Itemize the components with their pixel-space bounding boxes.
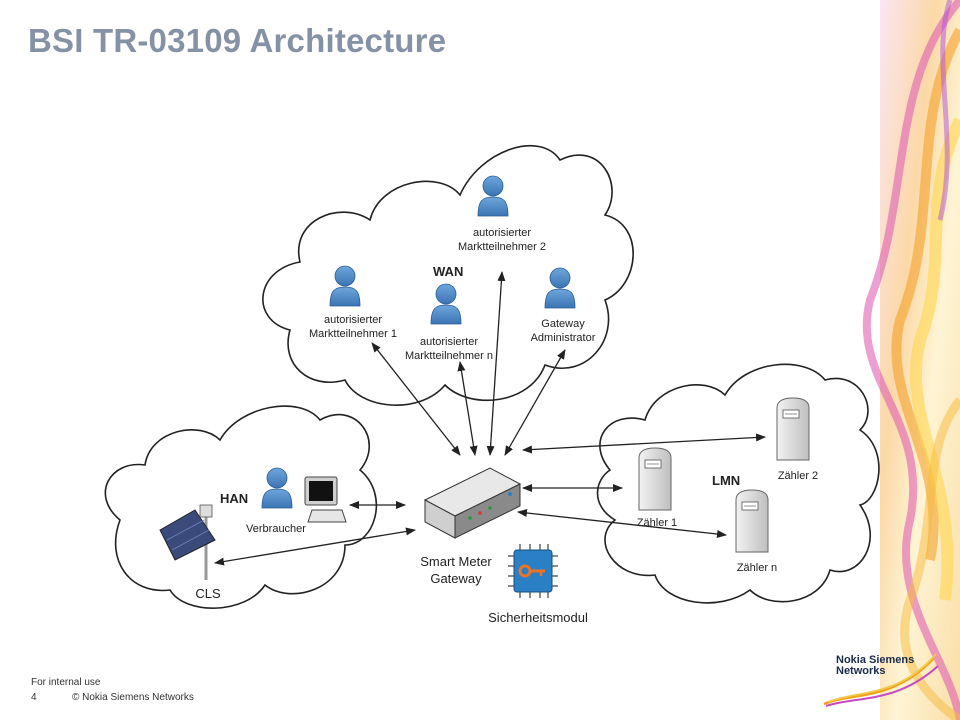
decorative-swoosh: [862, 0, 960, 720]
monitor-icon: [304, 476, 347, 523]
gateway-label-line1: Smart Meter: [420, 554, 492, 569]
meter-icon: [776, 397, 810, 461]
meter-icon: [638, 447, 672, 511]
han-consumer-label: Verbraucher: [246, 523, 306, 535]
footer-internal-use: For internal use: [31, 677, 101, 688]
han-cloud: [104, 405, 378, 609]
lmn-label: LMN: [712, 473, 740, 488]
gateway-device-icon: [423, 467, 522, 539]
key-icon: [518, 564, 545, 578]
solar-panel-icon: [159, 504, 216, 580]
cls-label: CLS: [195, 586, 221, 601]
slide-title: BSI TR-03109 Architecture: [28, 22, 447, 59]
wan-actor-top-line2: Marktteilnehmer 2: [458, 241, 546, 253]
meter-n-label: Zähler n: [737, 562, 777, 574]
gateway-label-line2: Gateway: [430, 571, 482, 586]
page-number: 4: [31, 692, 37, 703]
copyright: © Nokia Siemens Networks: [72, 692, 194, 703]
company-logo-text: Nokia Siemens Networks: [836, 655, 914, 677]
wan-actor-left-line2: Marktteilnehmer 1: [309, 328, 397, 340]
meter-icon: [735, 489, 769, 553]
wan-actor-mid-line2: Marktteilnehmer n: [405, 350, 493, 362]
meter-2-label: Zähler 2: [778, 470, 818, 482]
arrows: [214, 271, 766, 566]
wan-actor-top-line1: autorisierter: [473, 227, 531, 239]
company-logo-icon: [823, 653, 939, 707]
logo-line1: Nokia Siemens: [836, 654, 915, 666]
security-module-label: Sicherheitsmodul: [488, 610, 588, 625]
logo-line2: Networks: [836, 665, 886, 677]
han-label: HAN: [220, 491, 248, 506]
wan-actor-left-line1: autorisierter: [324, 314, 382, 326]
wan-actor-mid-line1: autorisierter: [420, 336, 478, 348]
wan-label: WAN: [433, 264, 463, 279]
meter-1-label: Zähler 1: [637, 517, 677, 529]
wan-actor-right-line2: Administrator: [531, 332, 596, 344]
wan-actor-right-line1: Gateway: [541, 318, 585, 330]
security-chip-icon: [508, 544, 558, 598]
